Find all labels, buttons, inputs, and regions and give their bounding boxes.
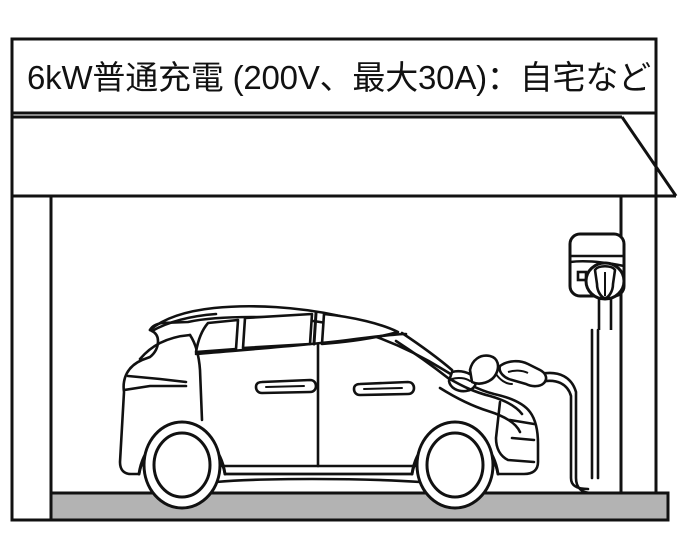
roof-slope-edge xyxy=(620,116,678,197)
car-front-door-handle xyxy=(352,380,416,397)
car-wheels xyxy=(142,420,495,510)
car-headlight-line xyxy=(508,418,536,426)
car-roof-line xyxy=(148,304,342,332)
car-a-pillar xyxy=(400,331,454,372)
car-rear-door-window xyxy=(241,312,314,350)
car-charge-port-flap xyxy=(468,354,513,385)
car-taillight-lower xyxy=(126,374,188,384)
car-spoiler-underline xyxy=(150,312,218,333)
car-taillight-upper xyxy=(122,384,188,392)
charging-connector-plugged-in xyxy=(498,359,548,388)
car-front-bumper-edge xyxy=(494,400,536,464)
car-b-pillar xyxy=(312,311,318,346)
garage-floor-slab xyxy=(49,491,670,522)
car-rear-quarter-window xyxy=(194,318,240,354)
car-beltline xyxy=(194,332,408,356)
rear-wheel-rim xyxy=(152,431,212,499)
car-hood-line xyxy=(446,376,524,416)
wall-mounted-ev-charger[interactable] xyxy=(568,232,626,330)
car-grille-line xyxy=(510,436,536,442)
charging-cable xyxy=(538,328,600,495)
front-wheel-rim xyxy=(425,431,485,499)
car-front-fender-crease xyxy=(438,386,522,434)
charger-plug-neck xyxy=(597,298,613,330)
car-hatch-edge xyxy=(138,333,192,361)
charger-face-curve xyxy=(569,259,625,268)
car-underbody-line xyxy=(215,477,421,484)
car-side-mirror xyxy=(447,369,477,393)
car-rear-door-handle xyxy=(254,378,318,395)
page-title: 6kW普通充電 (200V、最大30A)：自宅など xyxy=(27,59,651,96)
car-front-door-window xyxy=(320,312,400,346)
car-windshield-inner xyxy=(394,339,450,380)
